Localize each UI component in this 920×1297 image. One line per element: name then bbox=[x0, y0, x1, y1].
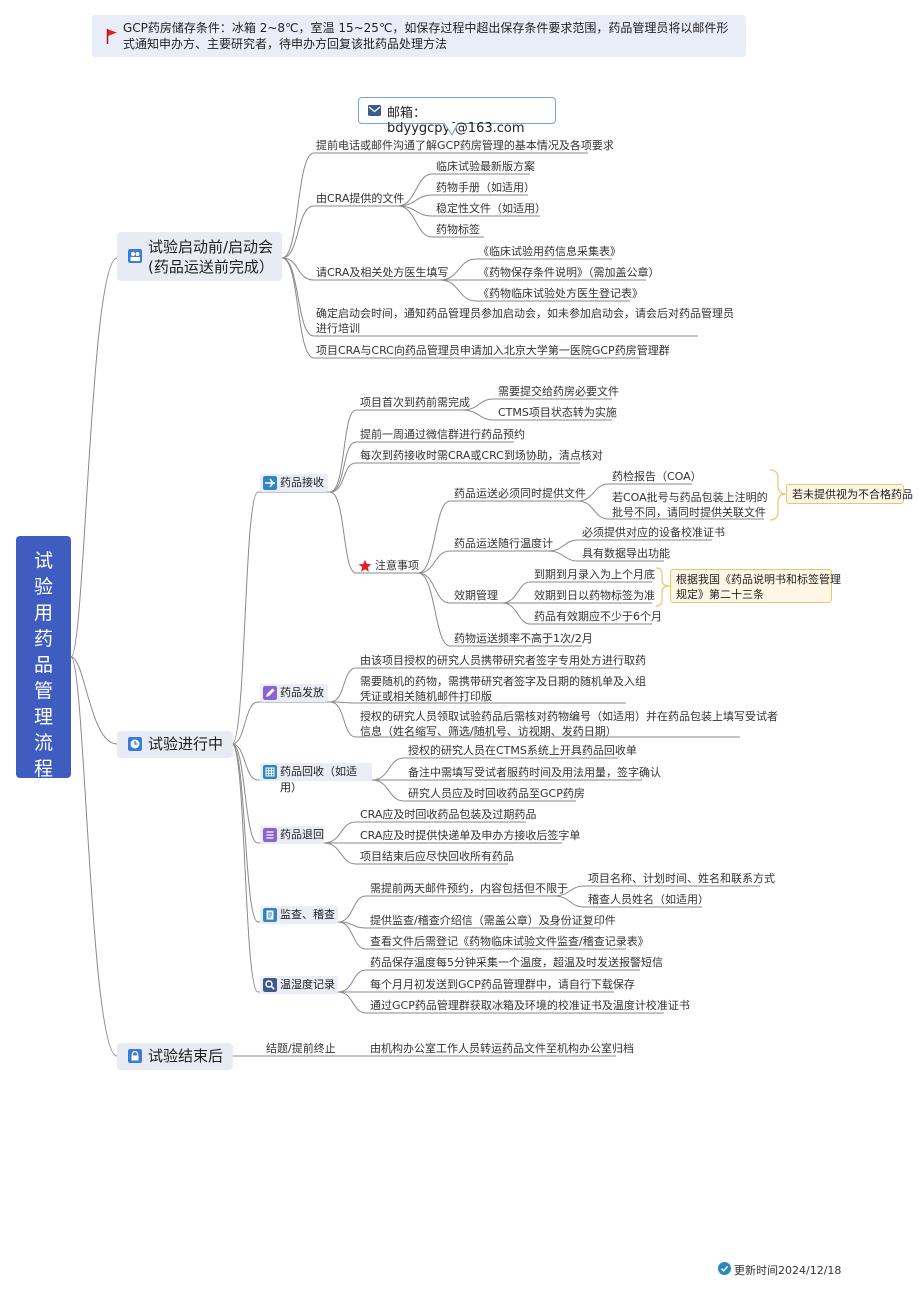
email-callout-pointer bbox=[444, 123, 459, 136]
ctms-status-active: CTMS项目状态转为实施 bbox=[498, 406, 617, 419]
root-title: 试验用药品管理流程 bbox=[33, 550, 53, 780]
drug-dispense-node: 药品发放 bbox=[260, 684, 328, 702]
cra-doc-stability: 稳定性文件（如适用） bbox=[436, 202, 546, 215]
stage-before-start: 试验启动前/启动会 (药品运送前完成） bbox=[117, 232, 282, 281]
stage-after-end: 试验结束后 bbox=[117, 1043, 233, 1070]
return-packaging: CRA应及时回收药品包装及过期药品 bbox=[360, 808, 537, 821]
temp-sampling: 药品保存温度每5分钟采集一个温度，超温及时发送报警短信 bbox=[370, 956, 663, 969]
unqualified-drug-callout: 若未提供视为不合格药品 bbox=[786, 484, 913, 504]
forms-to-fill: 请CRA及相关处方医生填写 bbox=[316, 266, 449, 279]
return-after-project: 项目结束后应尽快回收所有药品 bbox=[360, 850, 514, 863]
first-delivery-prereq: 项目首次到药前需完成 bbox=[360, 396, 470, 409]
form-prescriber-registry: 《药物临床试验处方医生登记表》 bbox=[478, 287, 643, 300]
expiry-day-rule: 效期到日以药物标签为准 bbox=[534, 589, 655, 602]
data-export: 具有数据导出功能 bbox=[582, 547, 670, 560]
coa-report: 药检报告（COA） bbox=[612, 470, 702, 483]
dispense-randomization: 需要随机的药物，需携带研究者签字及日期的随机单及入组 凭证或相关随机邮件打印版 bbox=[360, 675, 646, 703]
audit-email-appointment: 需提前两天邮件预约，内容包括但不限于 bbox=[370, 882, 568, 895]
audit-node: 监查、稽查 bbox=[260, 906, 338, 924]
cra-doc-manual: 药物手册（如适用） bbox=[436, 181, 535, 194]
temp-calibration: 通过GCP药品管理群获取冰箱及环境的校准证书及温度计校准证书 bbox=[370, 999, 690, 1012]
dispense-verify-number: 授权的研究人员领取试验药品后需核对药物编号（如适用）并在药品包装上填写受试者 信… bbox=[360, 710, 778, 738]
drug-return-title: 药品退回 bbox=[280, 828, 324, 841]
archive-documents: 由机构办公室工作人员转运药品文件至机构办公室归档 bbox=[370, 1042, 634, 1055]
expiry-month-rule: 到期到月录入为上个月底 bbox=[534, 568, 655, 581]
document-icon bbox=[263, 908, 277, 922]
stage-in-progress-title: 试验进行中 bbox=[148, 735, 224, 753]
temperature-log-node: 温湿度记录 bbox=[260, 976, 338, 994]
temp-monthly-report: 每个月月初发送到GCP药品管理群中，请自行下载保存 bbox=[370, 978, 635, 991]
dispense-prescription: 由该项目授权的研究人员携带研究者签字专用处方进行取药 bbox=[360, 654, 646, 667]
recycle-to-pharmacy: 研究人员应及时回收药品至GCP药房 bbox=[408, 787, 585, 800]
star-icon bbox=[358, 559, 372, 572]
clock-icon bbox=[128, 737, 142, 751]
delivery-frequency: 药物运送频率不高于1次/2月 bbox=[454, 632, 593, 645]
audit-auditor-name: 稽查人员姓名（如适用） bbox=[588, 893, 709, 906]
cra-documents: 由CRA提供的文件 bbox=[316, 192, 405, 205]
stage-in-progress: 试验进行中 bbox=[117, 731, 233, 758]
people-icon bbox=[128, 249, 142, 263]
coa-batch-mismatch: 若COA批号与药品包装上注明的 批号不同，请同时提供关联文件 bbox=[612, 491, 768, 519]
check-circle-icon bbox=[718, 1262, 731, 1275]
stage-before-title: 试验启动前/启动会 (药品运送前完成） bbox=[148, 238, 274, 276]
magnifier-icon bbox=[263, 978, 277, 992]
mail-icon bbox=[368, 105, 381, 116]
shipping-docs-required: 药品运送必须同时提供文件 bbox=[454, 487, 586, 500]
audit-intro-letter: 提供监查/稽查介绍信（需盖公章）及身份证复印件 bbox=[370, 914, 616, 927]
drug-receipt-title: 药品接收 bbox=[280, 476, 324, 489]
recycle-dosage-note: 备注中需填写受试者服药时间及用法用量，签字确认 bbox=[408, 766, 661, 779]
cra-doc-label: 药物标签 bbox=[436, 223, 480, 236]
drug-recycle-title: 药品回收（如适用） bbox=[280, 765, 357, 794]
pencil-icon bbox=[263, 686, 277, 700]
form-info-collection: 《临床试验用药信息采集表》 bbox=[478, 245, 621, 258]
list-icon bbox=[263, 828, 277, 842]
storage-notice-text: GCP药房储存条件：冰箱 2~8℃，室温 15~25℃，如保存过程中超出保存条件… bbox=[123, 21, 729, 51]
submit-pharmacy-docs: 需要提交给药房必要文件 bbox=[498, 385, 619, 398]
airplane-icon bbox=[263, 476, 277, 490]
audit-project-info: 项目名称、计划时间、姓名和联系方式 bbox=[588, 872, 775, 885]
form-storage-conditions: 《药物保存条件说明》（需加盖公章） bbox=[478, 266, 660, 279]
recycle-ctms-order: 授权的研究人员在CTMS系统上开具药品回收单 bbox=[408, 744, 637, 757]
red-flag-icon bbox=[106, 29, 117, 44]
lock-icon bbox=[128, 1049, 142, 1063]
comm-requirements: 提前电话或邮件沟通了解GCP药房管理的基本情况及各项要求 bbox=[316, 139, 614, 152]
drug-recycle-node: 药品回收（如适用） bbox=[260, 763, 372, 794]
cra-crc-assist: 每次到药接收时需CRA或CRC到场协助，清点核对 bbox=[360, 449, 603, 462]
thermometer-required: 药品运送随行温度计 bbox=[454, 537, 553, 550]
audit-title: 监查、稽查 bbox=[280, 908, 335, 921]
audit-record-form: 查看文件后需登记《药物临床试验文件监查/稽查记录表》 bbox=[370, 935, 649, 948]
root-node: 试验用药品管理流程 bbox=[16, 536, 71, 780]
return-courier-receipt: CRA应及时提供快递单及申办方接收后签字单 bbox=[360, 829, 581, 842]
cra-doc-protocol: 临床试验最新版方案 bbox=[436, 160, 535, 173]
regulation-callout: 根据我国《药品说明书和标签管理 规定》第二十三条 bbox=[670, 569, 841, 603]
notes-title: 注意事项 bbox=[375, 559, 419, 572]
join-management-group: 项目CRA与CRC向药品管理员申请加入北京大学第一医院GCP药房管理群 bbox=[316, 344, 670, 357]
calibration-certificate: 必须提供对应的设备校准证书 bbox=[582, 526, 725, 539]
wechat-reservation: 提前一周通过微信群进行药品预约 bbox=[360, 428, 525, 441]
project-end: 结题/提前终止 bbox=[266, 1042, 336, 1055]
kickoff-meeting: 确定启动会时间，通知药品管理员参加启动会，如未参加启动会，请会后对药品管理员 进… bbox=[316, 307, 734, 335]
drug-return-node: 药品退回 bbox=[260, 826, 324, 844]
expiry-min-months: 药品有效期应不少于6个月 bbox=[534, 610, 662, 623]
grid-icon bbox=[263, 765, 277, 779]
temperature-log-title: 温湿度记录 bbox=[280, 978, 335, 991]
email-text: 邮箱：bdyygcpyf@163.com bbox=[387, 106, 525, 136]
drug-receipt-node: 药品接收 bbox=[260, 474, 328, 492]
storage-notice: GCP药房储存条件：冰箱 2~8℃，室温 15~25℃，如保存过程中超出保存条件… bbox=[92, 15, 746, 57]
drug-dispense-title: 药品发放 bbox=[280, 686, 324, 699]
expiry-management: 效期管理 bbox=[454, 589, 498, 602]
update-time-text: 更新时间2024/12/18 bbox=[734, 1264, 842, 1277]
email-callout: 邮箱：bdyygcpyf@163.com bbox=[358, 97, 556, 136]
stage-after-title: 试验结束后 bbox=[148, 1047, 224, 1065]
